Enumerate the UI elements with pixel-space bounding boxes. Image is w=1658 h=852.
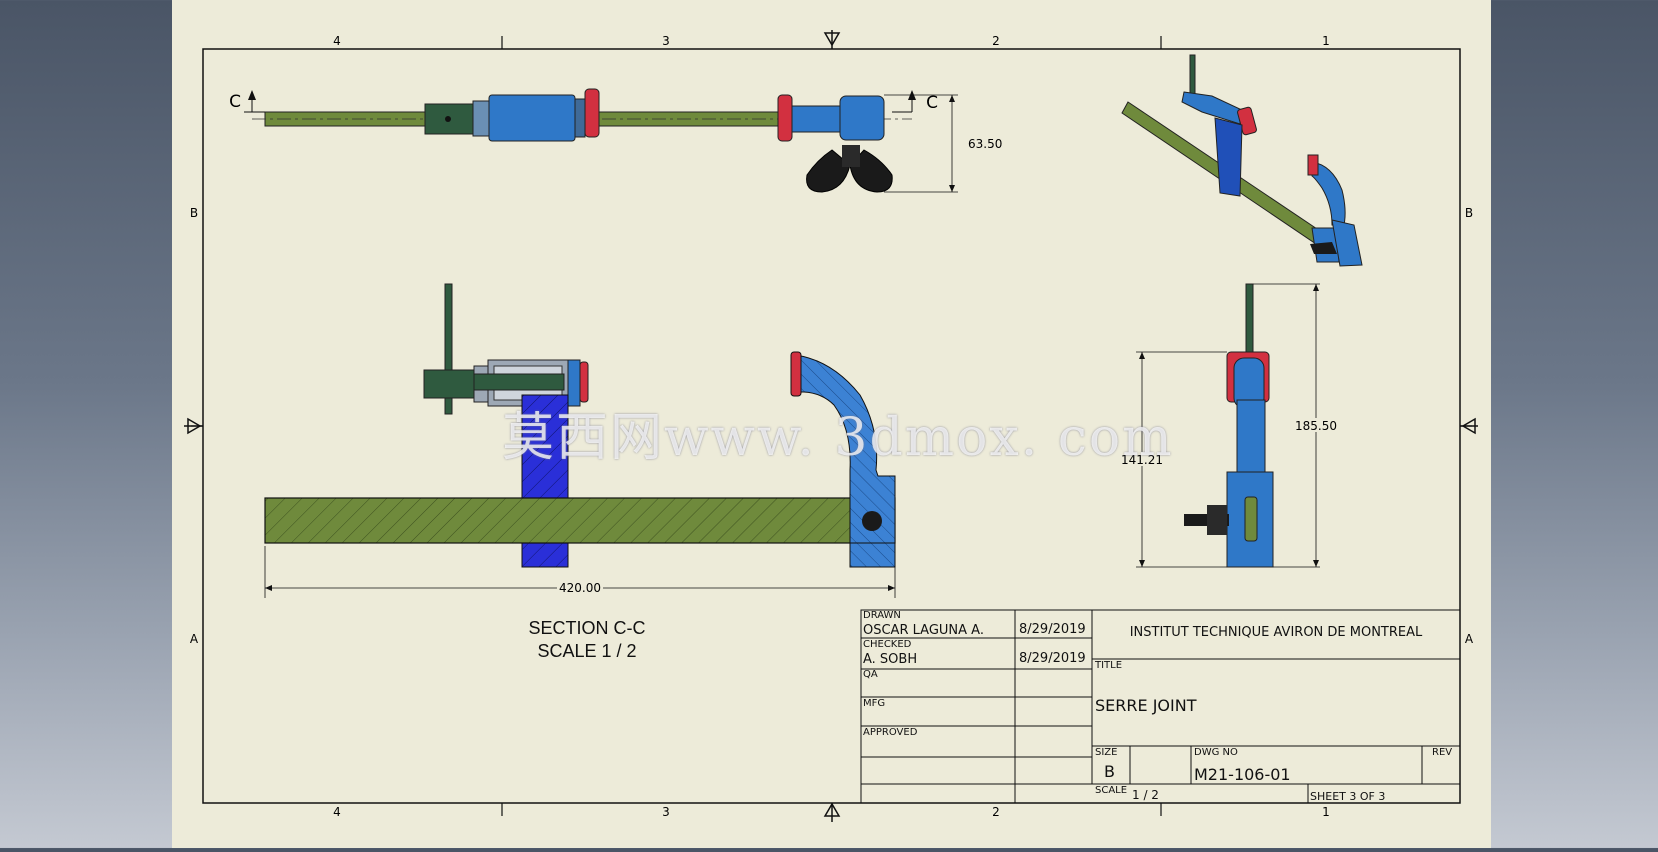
checked-name: A. SOBH <box>863 652 918 667</box>
zone-col-bottom-1: 4 <box>333 805 341 819</box>
dim-front-height: 63.50 <box>968 137 1002 151</box>
dim-side-inner: 141.21 <box>1121 453 1163 467</box>
dwg-no-label: DWG NO <box>1194 747 1238 758</box>
scale-value: 1 / 2 <box>1132 788 1159 802</box>
section-marker-right: C <box>926 93 938 113</box>
qa-label: QA <box>863 669 878 680</box>
title-label: TITLE <box>1095 660 1123 671</box>
checked-label: CHECKED <box>863 639 912 650</box>
scale-label: SCALE <box>1095 785 1128 796</box>
zone-col-top-4: 1 <box>1322 34 1330 48</box>
zone-row-right-a: A <box>1465 632 1474 646</box>
drawn-label: DRAWN <box>863 610 901 621</box>
isometric-view <box>1121 54 1363 267</box>
checked-date: 8/29/2019 <box>1019 651 1086 666</box>
sheet-number: SHEET 3 OF 3 <box>1310 790 1386 803</box>
drawing-sheet: 4 3 2 1 4 3 2 1 B A B A C C <box>172 0 1491 848</box>
section-caption-title: SECTION C-C <box>528 618 646 638</box>
centering-marks <box>184 30 1478 822</box>
zone-row-right-b: B <box>1465 206 1473 220</box>
company-name: INSTITUT TECHNIQUE AVIRON DE MONTREAL <box>1129 625 1423 640</box>
zone-col-top-2: 3 <box>662 34 670 48</box>
top-view <box>244 88 958 193</box>
rev-label: REV <box>1432 747 1453 758</box>
section-caption-scale: SCALE 1 / 2 <box>537 641 637 661</box>
section-caption: SECTION C-C SCALE 1 / 2 <box>487 618 687 662</box>
zone-row-left-b: B <box>190 206 198 220</box>
dwg-no-value: M21-106-01 <box>1194 765 1291 784</box>
section-marker-left: C <box>229 92 241 112</box>
dim-section-length: 420.00 <box>559 581 601 595</box>
title-block-frame <box>860 609 1461 804</box>
zone-row-left-a: A <box>190 632 199 646</box>
drawing-canvas: 4 3 2 1 4 3 2 1 B A B A C C <box>184 30 1478 822</box>
zone-col-top-1: 4 <box>333 34 341 48</box>
watermark: 莫西网www. 3dmox. com <box>502 408 1174 468</box>
drawn-name: OSCAR LAGUNA A. <box>863 623 984 638</box>
size-value: B <box>1104 762 1115 781</box>
zone-col-bottom-3: 2 <box>992 805 1000 819</box>
mfg-label: MFG <box>863 698 886 709</box>
zone-col-top-3: 2 <box>992 34 1000 48</box>
side-view <box>1136 283 1320 568</box>
section-view <box>264 283 896 598</box>
approved-label: APPROVED <box>863 727 918 738</box>
size-label: SIZE <box>1095 747 1118 758</box>
zone-col-bottom-4: 1 <box>1322 805 1330 819</box>
drawn-date: 8/29/2019 <box>1019 622 1086 637</box>
dim-side-overall: 185.50 <box>1295 419 1337 433</box>
drawing-title: SERRE JOINT <box>1095 696 1197 715</box>
zone-col-bottom-2: 3 <box>662 805 670 819</box>
